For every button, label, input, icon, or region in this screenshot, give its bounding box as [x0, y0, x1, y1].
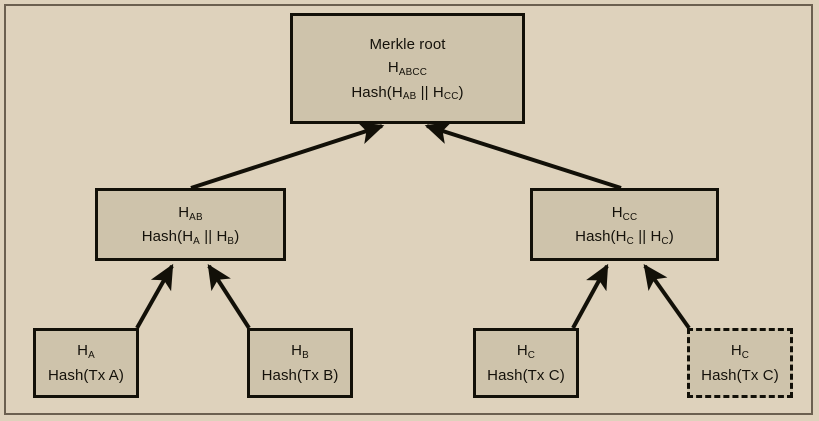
hab-formula-sub2: B	[227, 235, 235, 247]
leaf-a-symbol-base: H	[77, 342, 89, 360]
node-hcc[interactable]: HCC Hash(HC || HC)	[530, 188, 719, 261]
leaf-b-symbol-sub: B	[302, 350, 309, 362]
merkle-root-title: Merkle root	[369, 36, 446, 54]
hab-symbol: HAB	[178, 203, 203, 223]
leaf-c-duplicate-symbol-base: H	[730, 342, 742, 360]
hcc-formula-mid: || H	[633, 228, 662, 245]
edge-leaf-c-duplicate-to-hcc	[643, 264, 691, 330]
hab-formula-prefix: Hash(H	[141, 228, 194, 245]
merkle-root-formula-sub1: AB	[402, 91, 417, 103]
merkle-root-formula-suffix: )	[458, 83, 464, 101]
merkle-root-symbol: HABCC	[387, 59, 428, 79]
leaf-c-duplicate-symbol: HC	[730, 342, 750, 362]
leaf-c-symbol-sub: C	[527, 350, 536, 362]
leaf-c-duplicate-formula: Hash(Tx C)	[701, 366, 779, 384]
leaf-b-formula: Hash(Tx B)	[261, 366, 339, 384]
hcc-formula-suffix: )	[668, 228, 674, 245]
merkle-root-formula-mid: || H	[416, 83, 444, 101]
hab-formula: Hash(HA || HB)	[141, 228, 240, 247]
edge-leaf-c-to-hcc	[571, 263, 609, 329]
node-leaf-b[interactable]: HB Hash(Tx B)	[247, 328, 353, 398]
hcc-formula: Hash(HC || HC)	[575, 228, 674, 247]
hab-symbol-sub: AB	[189, 211, 203, 223]
merkle-root-symbol-sub: ABCC	[398, 67, 428, 79]
node-leaf-c[interactable]: HC Hash(Tx C)	[473, 328, 579, 398]
edge-leaf-a-to-hab	[135, 263, 174, 329]
node-hab[interactable]: HAB Hash(HA || HB)	[95, 188, 286, 261]
merkle-root-formula: Hash(HAB || HCC)	[351, 83, 464, 103]
leaf-a-symbol-sub: A	[88, 350, 95, 362]
hab-symbol-base: H	[178, 203, 190, 221]
leaf-b-symbol: HB	[291, 342, 309, 362]
merkle-root-formula-sub2: CC	[443, 91, 459, 103]
hcc-symbol-sub: CC	[622, 211, 638, 223]
leaf-a-symbol: HA	[77, 342, 95, 362]
edge-leaf-b-to-hab	[207, 263, 251, 330]
leaf-c-symbol: HC	[516, 342, 536, 362]
merkle-root-symbol-base: H	[387, 59, 399, 77]
hcc-formula-sub1: C	[626, 235, 634, 247]
hcc-symbol: HCC	[611, 203, 638, 223]
node-leaf-c-duplicate[interactable]: HC Hash(Tx C)	[687, 328, 793, 398]
hab-formula-sub1: A	[193, 235, 200, 247]
leaf-c-symbol-base: H	[516, 342, 528, 360]
merkle-root-formula-prefix: Hash(H	[351, 83, 403, 101]
leaf-b-symbol-base: H	[291, 342, 303, 360]
hcc-formula-prefix: Hash(H	[575, 228, 627, 245]
leaf-c-formula: Hash(Tx C)	[487, 366, 565, 384]
hcc-symbol-base: H	[611, 203, 623, 221]
edge-hcc-to-root	[424, 121, 622, 190]
hab-formula-mid: || H	[199, 228, 228, 245]
leaf-c-duplicate-symbol-sub: C	[741, 350, 750, 362]
hab-formula-suffix: )	[234, 228, 240, 245]
hcc-formula-sub2: C	[661, 235, 669, 247]
leaf-a-formula: Hash(Tx A)	[47, 366, 124, 384]
node-merkle-root[interactable]: Merkle root HABCC Hash(HAB || HCC)	[290, 13, 525, 124]
node-leaf-a[interactable]: HA Hash(Tx A)	[33, 328, 139, 398]
edge-hab-to-root	[190, 121, 385, 190]
